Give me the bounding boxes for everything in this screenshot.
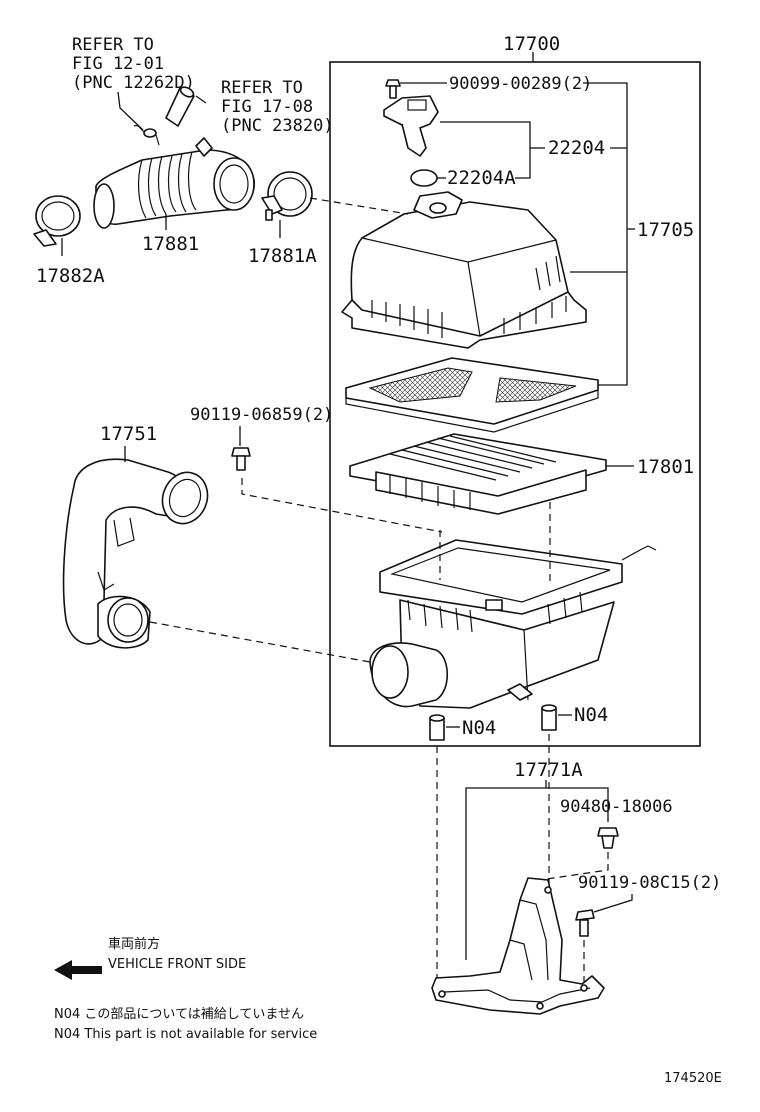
grommet-n04-right	[541, 704, 557, 731]
hose-clamp-17882A	[33, 195, 81, 247]
label-n04-right: N04	[574, 704, 608, 726]
label-17751: 17751	[100, 423, 157, 445]
refer2-line3: (PNC 23820)	[221, 116, 334, 136]
figure-id: 174520E	[664, 1071, 722, 1086]
label-17771A: 17771A	[514, 759, 583, 781]
refer1-line2: FIG 12-01	[72, 54, 164, 74]
refer-pipe	[165, 86, 195, 127]
n04-note-en: N04 This part is not available for servi…	[54, 1027, 317, 1042]
hose-clamp-17881A	[261, 171, 313, 221]
label-90480-18006: 90480-18006	[560, 797, 673, 817]
filter-element-17801	[349, 433, 607, 515]
inlet-duct-17751	[62, 458, 209, 649]
label-22204A: 22204A	[447, 167, 516, 189]
front-arrow-icon	[54, 960, 102, 980]
bolt-90119-08C15	[575, 909, 595, 937]
intake-hose-17881	[93, 137, 255, 229]
refer2-line1: REFER TO	[221, 78, 303, 98]
label-22204: 22204	[548, 137, 605, 159]
label-17881: 17881	[142, 233, 199, 255]
bolt-90119-06859	[231, 447, 251, 471]
bracket-17771A	[431, 877, 605, 1015]
label-17705: 17705	[637, 219, 694, 241]
refer1-line3: (PNC 12262D)	[72, 73, 195, 93]
front-label-en: VEHICLE FRONT SIDE	[108, 957, 246, 972]
bolt-90099	[385, 79, 401, 99]
vacuum-nipple	[133, 124, 160, 146]
label-17801: 17801	[637, 456, 694, 478]
o-ring-22204A	[410, 169, 438, 187]
label-17700: 17700	[503, 33, 560, 55]
assembly-17700-frame	[329, 61, 701, 747]
label-17881A: 17881A	[248, 245, 317, 267]
front-label-jp: 車両前方	[108, 936, 160, 952]
refer1-line1: REFER TO	[72, 35, 154, 55]
airflow-sensor-22204	[383, 95, 439, 157]
label-90099: 90099-00289(2)	[449, 74, 592, 94]
cleaner-case	[369, 539, 657, 709]
label-90119-08C15: 90119-08C15(2)	[578, 873, 721, 893]
cleaner-cap-17705	[341, 191, 587, 349]
label-17882A: 17882A	[36, 265, 105, 287]
label-n04-left: N04	[462, 717, 496, 739]
n04-note-jp: N04 この部品については補給していません	[54, 1007, 304, 1022]
mesh-plate	[345, 357, 599, 433]
label-90119-06859: 90119-06859(2)	[190, 405, 333, 425]
grommet-n04-left	[429, 714, 445, 741]
refer2-line2: FIG 17-08	[221, 97, 313, 117]
clip-90480-18006	[597, 827, 619, 849]
